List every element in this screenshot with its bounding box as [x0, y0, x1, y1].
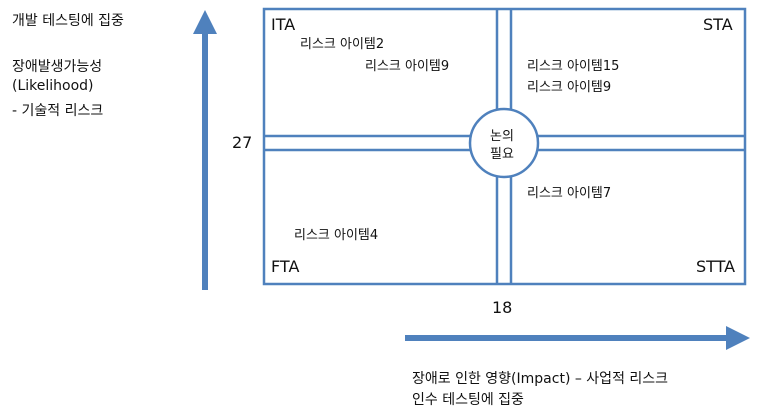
x-threshold: 18: [492, 298, 513, 317]
center-label-1: 논의: [490, 129, 514, 144]
y-axis-label-3: - 기술적 리스크: [12, 103, 104, 119]
x-axis-label-2: 인수 테스팅에 집중: [412, 392, 524, 408]
center-label-2: 필요: [490, 147, 514, 162]
matrix-border: [262, 7, 747, 286]
y-axis-focus: 개발 테스팅에 집중: [12, 13, 124, 29]
risk-item: 리스크 아이템9: [365, 59, 450, 74]
y-threshold: 27: [232, 133, 253, 152]
center-circle: [468, 107, 540, 179]
risk-item: 리스크 아이템4: [294, 228, 379, 243]
risk-item: 리스크 아이템9: [527, 80, 612, 95]
x-axis-label-1: 장애로 인한 영향(Impact) – 사업적 리스크: [412, 371, 669, 387]
quadrant-ita-label: ITA: [271, 15, 296, 34]
quadrant-stta-label: STTA: [696, 257, 736, 276]
quadrant-sta-label: STA: [703, 15, 733, 34]
y-axis-label-2: (Likelihood): [12, 78, 94, 94]
risk-item: 리스크 아이템7: [527, 186, 612, 201]
y-axis-label-1: 장애발생가능성: [12, 59, 103, 75]
risk-item: 리스크 아이템15: [527, 59, 620, 74]
quadrant-fta-label: FTA: [271, 257, 300, 276]
risk-item: 리스크 아이템2: [300, 37, 385, 52]
